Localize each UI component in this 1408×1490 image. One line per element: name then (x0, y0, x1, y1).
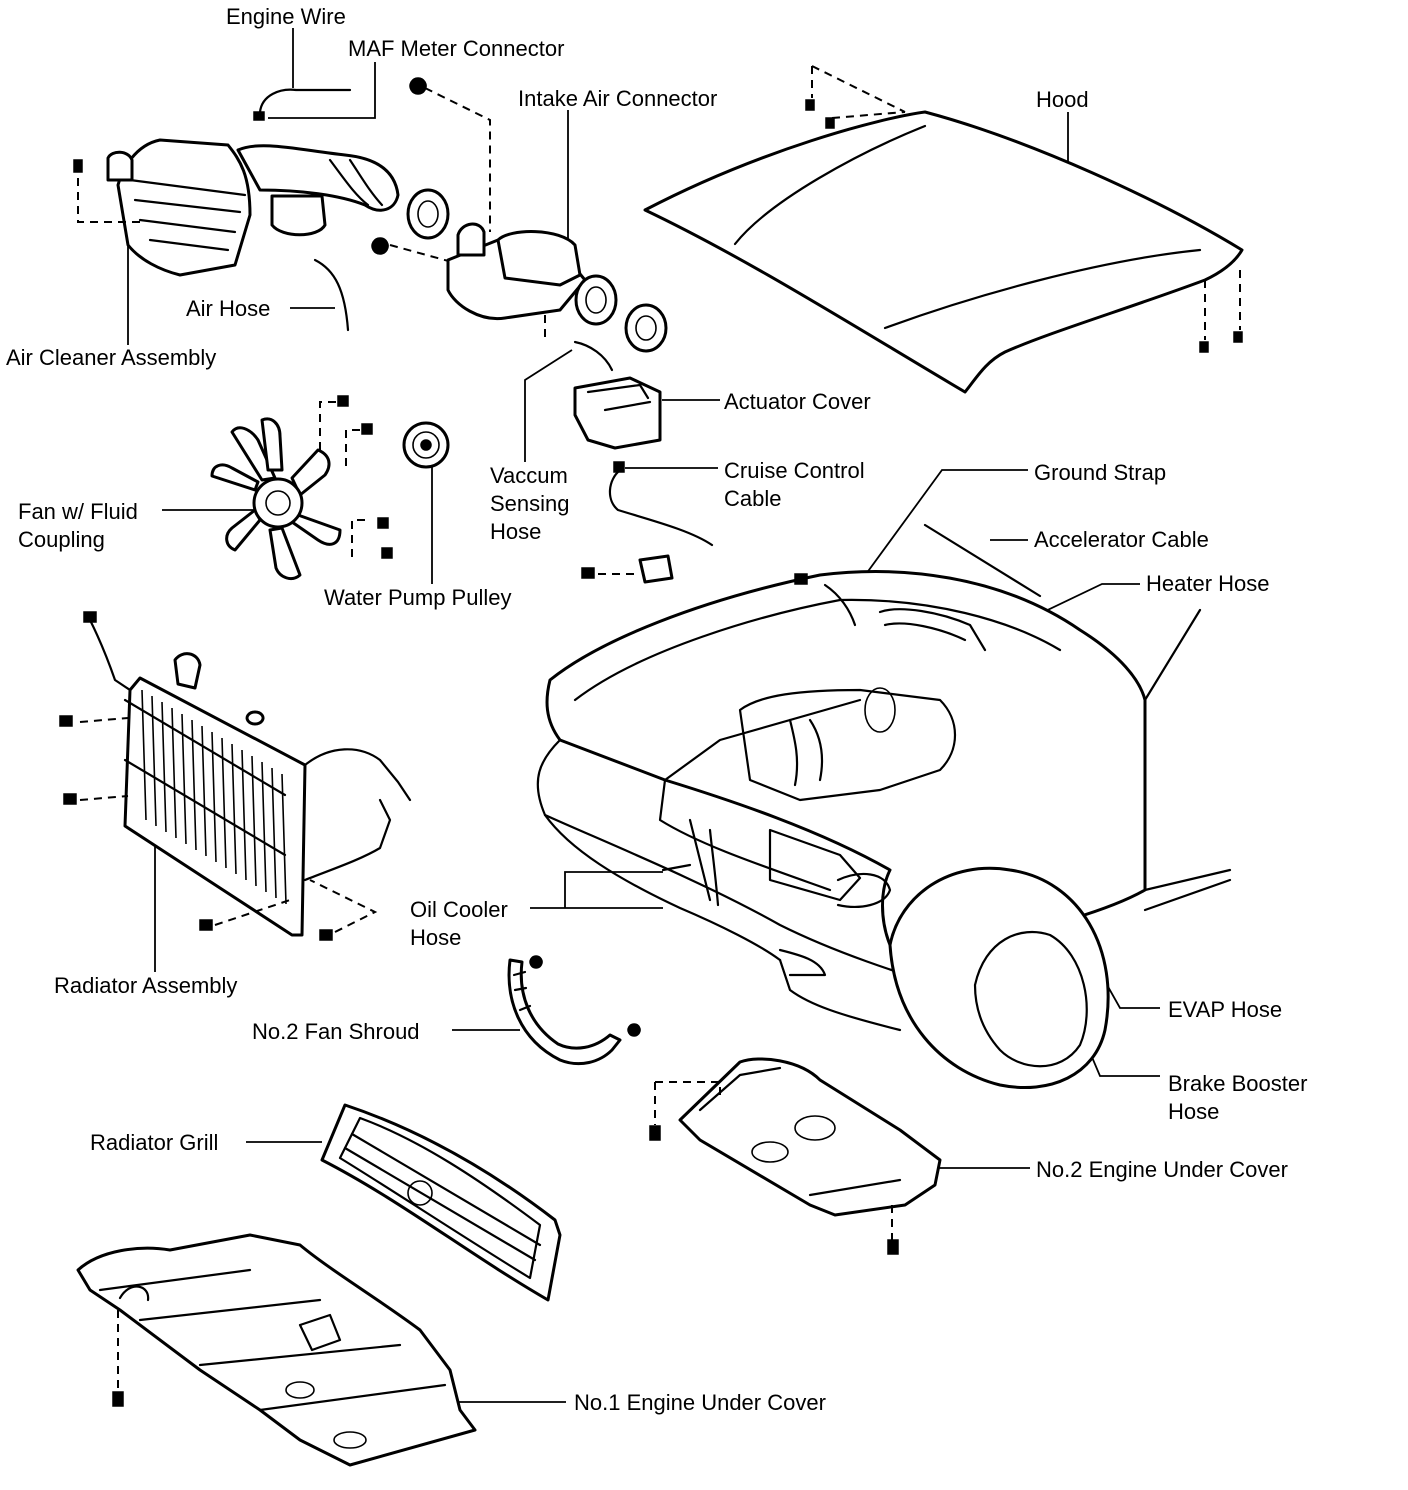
no1-under-cover-part (76, 1233, 477, 1467)
label-radiator-assembly: Radiator Assembly (54, 973, 238, 998)
radiator-grill-part (320, 1103, 562, 1302)
intake-air-connector-part (371, 77, 668, 372)
label-hood: Hood (1036, 87, 1089, 112)
fan-part (210, 395, 450, 580)
label-ground-strap: Ground Strap (1034, 460, 1167, 485)
label-radiator-grill: Radiator Grill (90, 1130, 219, 1155)
vehicle-front-part (536, 523, 1232, 1090)
label-water-pump-pulley: Water Pump Pulley (324, 585, 512, 610)
label-intake-air-connector: Intake Air Connector (518, 86, 718, 111)
leader-lines (127, 28, 1160, 1403)
label-fan-w-fluid-coupling: Fan w/ Fluid Coupling (18, 499, 138, 552)
air-cleaner-part (73, 88, 400, 332)
label-no2-fan-shroud: No.2 Fan Shroud (252, 1019, 420, 1044)
radiator-part (59, 611, 412, 941)
label-no2-engine-under-cover: No.2 Engine Under Cover (1036, 1157, 1288, 1182)
fan-shroud-part (507, 955, 641, 1066)
label-maf-meter-connector: MAF Meter Connector (348, 36, 565, 61)
label-evap-hose: EVAP Hose (1168, 997, 1283, 1022)
hood-part (643, 65, 1244, 394)
label-accelerator-cable: Accelerator Cable (1034, 527, 1209, 552)
no2-under-cover-part (649, 1057, 942, 1255)
label-engine-wire: Engine Wire (226, 4, 346, 29)
label-air-hose: Air Hose (186, 296, 271, 321)
label-oil-cooler-hose: Oil Cooler Hose (410, 897, 508, 950)
label-vaccum-sensing-hose: Vaccum Sensing Hose (490, 463, 570, 544)
label-brake-booster-hose: Brake Booster Hose (1168, 1071, 1308, 1124)
label-actuator-cover: Actuator Cover (724, 389, 871, 414)
label-air-cleaner-assembly: Air Cleaner Assembly (6, 345, 217, 370)
actuator-cover-part (573, 376, 714, 584)
label-no1-engine-under-cover: No.1 Engine Under Cover (574, 1390, 826, 1415)
label-heater-hose: Heater Hose (1146, 571, 1270, 596)
label-cruise-control-cable: Cruise Control Cable (724, 458, 865, 511)
